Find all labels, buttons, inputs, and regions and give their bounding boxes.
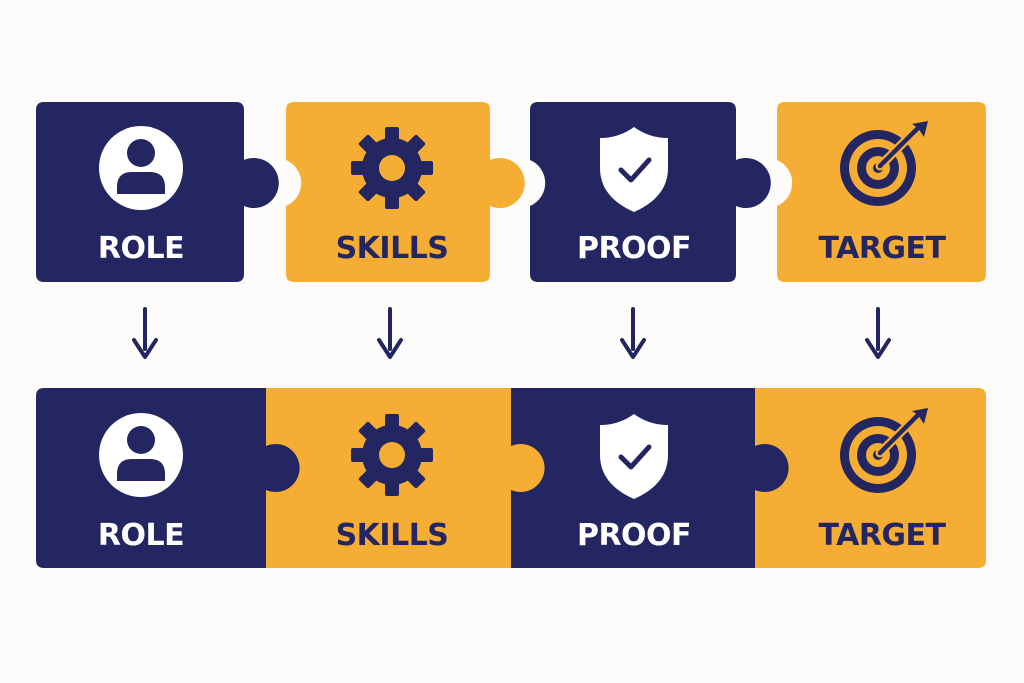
gear-icon bbox=[351, 414, 433, 496]
piece-label: PROOF bbox=[577, 518, 691, 553]
shield-check-icon bbox=[600, 127, 668, 212]
user-icon bbox=[99, 413, 183, 497]
piece-label: SKILLS bbox=[336, 518, 449, 553]
top-piece-skills: SKILLS bbox=[286, 102, 525, 282]
user-icon bbox=[99, 126, 183, 210]
target-icon bbox=[840, 121, 928, 206]
bottom-piece-proof: PROOF bbox=[511, 388, 789, 568]
top-piece-proof: PROOF bbox=[530, 102, 771, 282]
arrow-down-icon bbox=[620, 307, 646, 359]
piece-label: PROOF bbox=[577, 231, 691, 266]
bottom-row: TARGET PROOF bbox=[36, 388, 986, 568]
piece-label: ROLE bbox=[98, 231, 184, 266]
top-row: ROLE SKILLS bbox=[36, 102, 986, 282]
piece-label: ROLE bbox=[98, 518, 184, 553]
piece-label: TARGET bbox=[818, 231, 946, 266]
gear-icon bbox=[351, 127, 433, 209]
top-piece-role: ROLE bbox=[36, 102, 279, 282]
bottom-piece-role: ROLE bbox=[36, 388, 300, 568]
arrow-down-icon bbox=[865, 307, 891, 359]
bottom-piece-skills: SKILLS bbox=[266, 388, 545, 568]
top-piece-target: TARGET bbox=[777, 102, 986, 282]
arrow-down-icon bbox=[132, 307, 158, 359]
piece-label: SKILLS bbox=[336, 231, 449, 266]
target-icon bbox=[840, 408, 928, 493]
bottom-piece-target: TARGET bbox=[755, 388, 986, 568]
transition-arrows bbox=[132, 307, 891, 359]
piece-label: TARGET bbox=[818, 518, 946, 553]
shield-check-icon bbox=[600, 414, 668, 499]
arrow-down-icon bbox=[377, 307, 403, 359]
